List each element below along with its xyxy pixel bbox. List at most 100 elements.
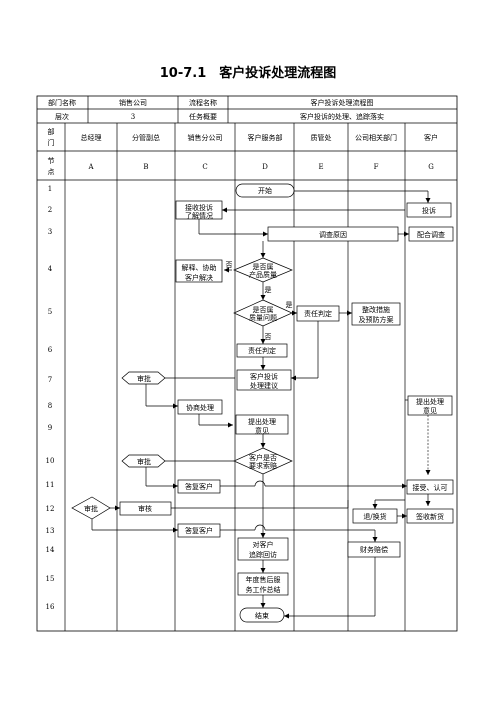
explain-box xyxy=(175,259,223,283)
row-number-3: 3 xyxy=(48,228,52,236)
cooperate-box xyxy=(408,226,454,242)
department-6: 公司相关部门 xyxy=(355,133,397,142)
department-1: 总经理 xyxy=(81,133,102,142)
row-number-2: 2 xyxy=(48,206,52,214)
row-number-8: 8 xyxy=(48,402,52,410)
reply-1-box xyxy=(177,479,221,494)
row-number-12: 12 xyxy=(46,505,55,513)
return-goods-box xyxy=(352,508,398,524)
row-number-9: 9 xyxy=(48,424,52,432)
department-2: 分管副总 xyxy=(132,133,160,142)
dept-col-label-1: 部 xyxy=(48,127,55,136)
decision-quality-issue xyxy=(233,299,293,327)
approve-3-diamond xyxy=(71,496,111,520)
start-node-label: 开始 xyxy=(258,186,272,195)
investigate-label: 调查原因 xyxy=(319,230,347,239)
flow-value: 客户投诉处理流程图 xyxy=(311,98,374,107)
corrective-label-2: 及预防方案 xyxy=(359,315,394,324)
negotiate-box xyxy=(177,399,223,415)
approve-1-label: 审批 xyxy=(137,374,151,383)
row-number-16: 16 xyxy=(46,603,55,611)
explain-label-1: 解释、协助 xyxy=(182,263,217,272)
annual-box xyxy=(237,572,289,596)
dept-col-label-2: 门 xyxy=(48,138,55,147)
decision-quality-issue-label-1: 是否属 xyxy=(253,306,274,314)
page-title: 10-7.1 客户投诉处理流程图 xyxy=(159,66,337,81)
task-value: 客户投诉的处理、追踪落实 xyxy=(300,112,384,121)
approve-1 xyxy=(121,371,166,385)
task-label: 任务概要 xyxy=(189,112,217,121)
column-letter-F: F xyxy=(374,163,379,171)
propose-solution-label-1: 提出处理 xyxy=(416,397,444,406)
column-letter-C: C xyxy=(202,163,207,171)
resp-judge-label: 责任判定 xyxy=(248,346,276,355)
row-number-13: 13 xyxy=(46,527,55,535)
propose-solution-box xyxy=(407,395,453,416)
level-value: 3 xyxy=(131,113,135,121)
responsibility-box xyxy=(296,305,340,322)
explain-label-2: 客户解决 xyxy=(185,273,213,282)
finance-label: 财务赔偿 xyxy=(360,545,388,554)
review-label: 审核 xyxy=(138,504,152,513)
table-frame xyxy=(36,95,458,632)
complaint-handling-label-1: 客户投诉 xyxy=(250,372,278,381)
row-number-14: 14 xyxy=(46,546,55,554)
return-goods-label: 退/换货 xyxy=(363,512,386,521)
yes-label-1: 是 xyxy=(265,286,272,294)
row-number-4: 4 xyxy=(48,265,53,273)
resp-judge-box xyxy=(236,343,288,358)
end-node xyxy=(239,607,285,623)
annual-label-2: 务工作总结 xyxy=(246,585,281,594)
receive-complaint-box xyxy=(175,200,223,220)
corrective-label-1: 整改措施 xyxy=(362,305,390,314)
end-node-label: 结束 xyxy=(255,611,269,620)
reply-1-label: 答复客户 xyxy=(185,482,213,491)
flow-label: 流程名称 xyxy=(189,98,217,107)
column-letter-D: D xyxy=(262,163,268,171)
start-node xyxy=(235,183,295,198)
decision-product-quality-label-1: 是否属 xyxy=(253,263,274,271)
accept-label: 接受、认可 xyxy=(413,483,448,492)
row-number-1: 1 xyxy=(48,185,52,193)
submit-opinion-box xyxy=(235,414,289,435)
row-number-15: 15 xyxy=(46,575,55,583)
corrective-box xyxy=(351,302,401,326)
receive-goods-label: 签收新货 xyxy=(416,512,444,521)
decision-product-quality xyxy=(233,257,293,283)
submit-opinion-label-1: 提出处理 xyxy=(248,417,276,426)
receive-complaint-label-2: 了解情况 xyxy=(185,211,213,220)
row-number-7: 7 xyxy=(48,376,52,384)
department-5: 质管处 xyxy=(311,133,332,142)
decision-customer-claim-label-2: 要求索赔 xyxy=(249,461,277,470)
dept-value: 销售公司 xyxy=(119,98,147,107)
approve-2-label: 审批 xyxy=(137,457,151,466)
investigate-box xyxy=(267,226,399,242)
annual-label-1: 年度售后服 xyxy=(246,575,281,584)
followup-label-1: 对客户 xyxy=(253,540,274,549)
department-4: 客户服务部 xyxy=(248,133,283,142)
submit-opinion-label-2: 意见 xyxy=(255,426,269,435)
decision-quality-issue-label-2: 质量问题 xyxy=(249,313,277,322)
level-label: 层次 xyxy=(55,112,69,121)
approve-2 xyxy=(121,454,166,468)
complaint-label: 投诉 xyxy=(422,206,436,215)
column-letter-B: B xyxy=(143,163,148,171)
department-3: 销售分公司 xyxy=(188,133,223,142)
responsibility-label: 责任判定 xyxy=(304,309,332,318)
finance-box xyxy=(347,541,401,558)
row-number-5: 5 xyxy=(48,308,52,316)
node-col-label-1: 节 xyxy=(48,157,55,165)
followup-label-2: 追踪回访 xyxy=(249,550,277,559)
no-label-1: 否 xyxy=(226,261,233,269)
row-number-10: 10 xyxy=(46,457,55,465)
no-label-2: 否 xyxy=(265,333,272,341)
receive-complaint-label-1: 接收投诉 xyxy=(185,203,213,212)
column-letter-E: E xyxy=(318,163,323,171)
row-number-11: 11 xyxy=(46,481,55,489)
reply-2-label: 答复客户 xyxy=(185,526,213,535)
complaint-box xyxy=(406,202,452,218)
cooperate-label: 配合调查 xyxy=(417,230,445,239)
negotiate-label: 协商处理 xyxy=(186,403,214,412)
complaint-handling-label-2: 处理建议 xyxy=(250,381,278,390)
